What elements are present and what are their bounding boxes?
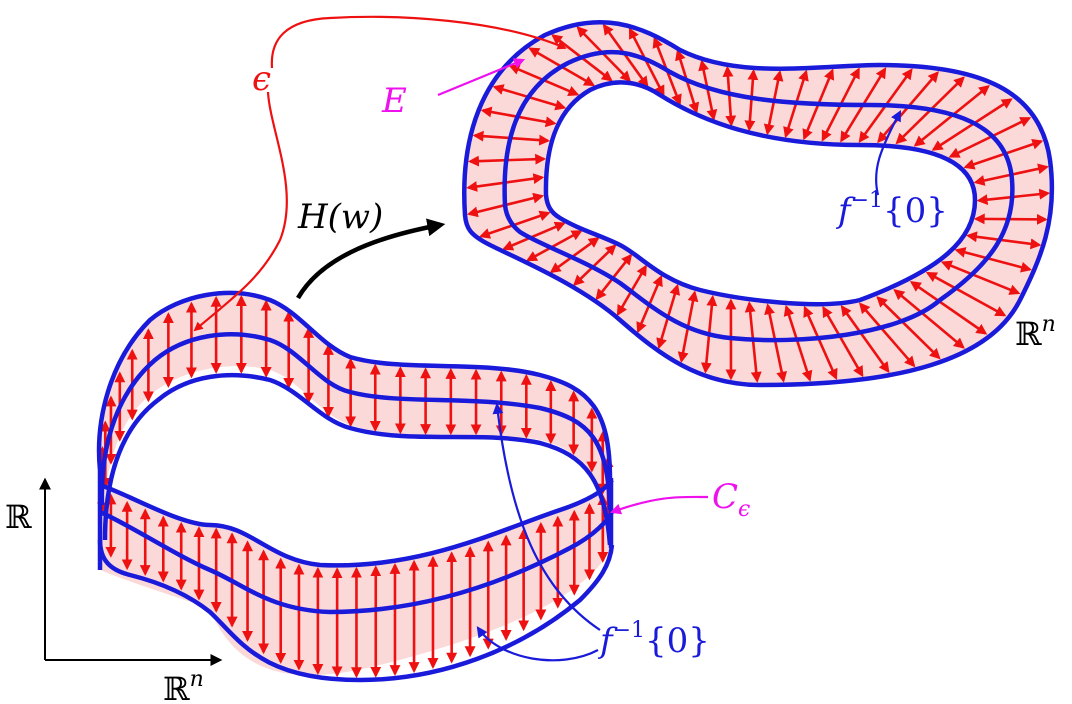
C-epsilon-label: Cϵ — [712, 477, 750, 522]
preimage-pointer-top — [874, 110, 902, 196]
cylinder-front-bottom-edge — [97, 539, 615, 683]
normal-arrow — [744, 68, 759, 132]
C-epsilon-pointer — [609, 495, 709, 515]
cylinder-back-mid-curve — [99, 332, 613, 511]
epsilon-label: ϵ — [252, 59, 271, 99]
H-w-label: H(w) — [297, 197, 383, 237]
preimage-label-bottom: f−1{0} — [597, 618, 710, 661]
normal-arrow — [744, 301, 762, 383]
axes — [39, 477, 223, 666]
normal-arrow — [973, 213, 1048, 225]
epsilon-pointer-to-E — [270, 15, 567, 69]
epsilon-pointer-to-C — [193, 91, 288, 332]
preimage-label-top: f−1{0} — [835, 188, 948, 231]
annulus-outer-boundary — [462, 19, 1055, 388]
cylinder-back-top-edge — [96, 290, 613, 481]
map-H-arrow — [296, 218, 446, 300]
zero-set-curve-top — [502, 49, 1015, 343]
pointer-curves — [193, 15, 902, 662]
preimage-pointer-bottom-b — [476, 626, 599, 662]
cylinder-back-band — [99, 292, 610, 545]
R-axis-label: ℝ — [5, 498, 32, 536]
normal-arrow — [783, 304, 813, 382]
E-pointer — [437, 58, 526, 97]
normal-arrow — [966, 231, 1042, 250]
Rn-axis-label: ℝn — [163, 667, 204, 704]
cylinder-front-mid-curve — [99, 509, 615, 615]
preimage-pointer-bottom-a — [492, 402, 601, 631]
cylinder-front-top-edge — [99, 478, 614, 568]
cylinder-back-bottom-edge — [102, 372, 613, 546]
annulus-inner-boundary — [543, 80, 978, 307]
Rn-label-top: ℝn — [1015, 312, 1056, 353]
annulus-E — [462, 19, 1055, 388]
cylinder-C-epsilon — [96, 290, 615, 683]
cylinder-boundaries — [96, 290, 615, 683]
normal-arrow — [722, 65, 737, 127]
E-label: E — [381, 81, 407, 121]
annulus-band — [464, 22, 1052, 385]
normal-arrow — [764, 303, 788, 383]
